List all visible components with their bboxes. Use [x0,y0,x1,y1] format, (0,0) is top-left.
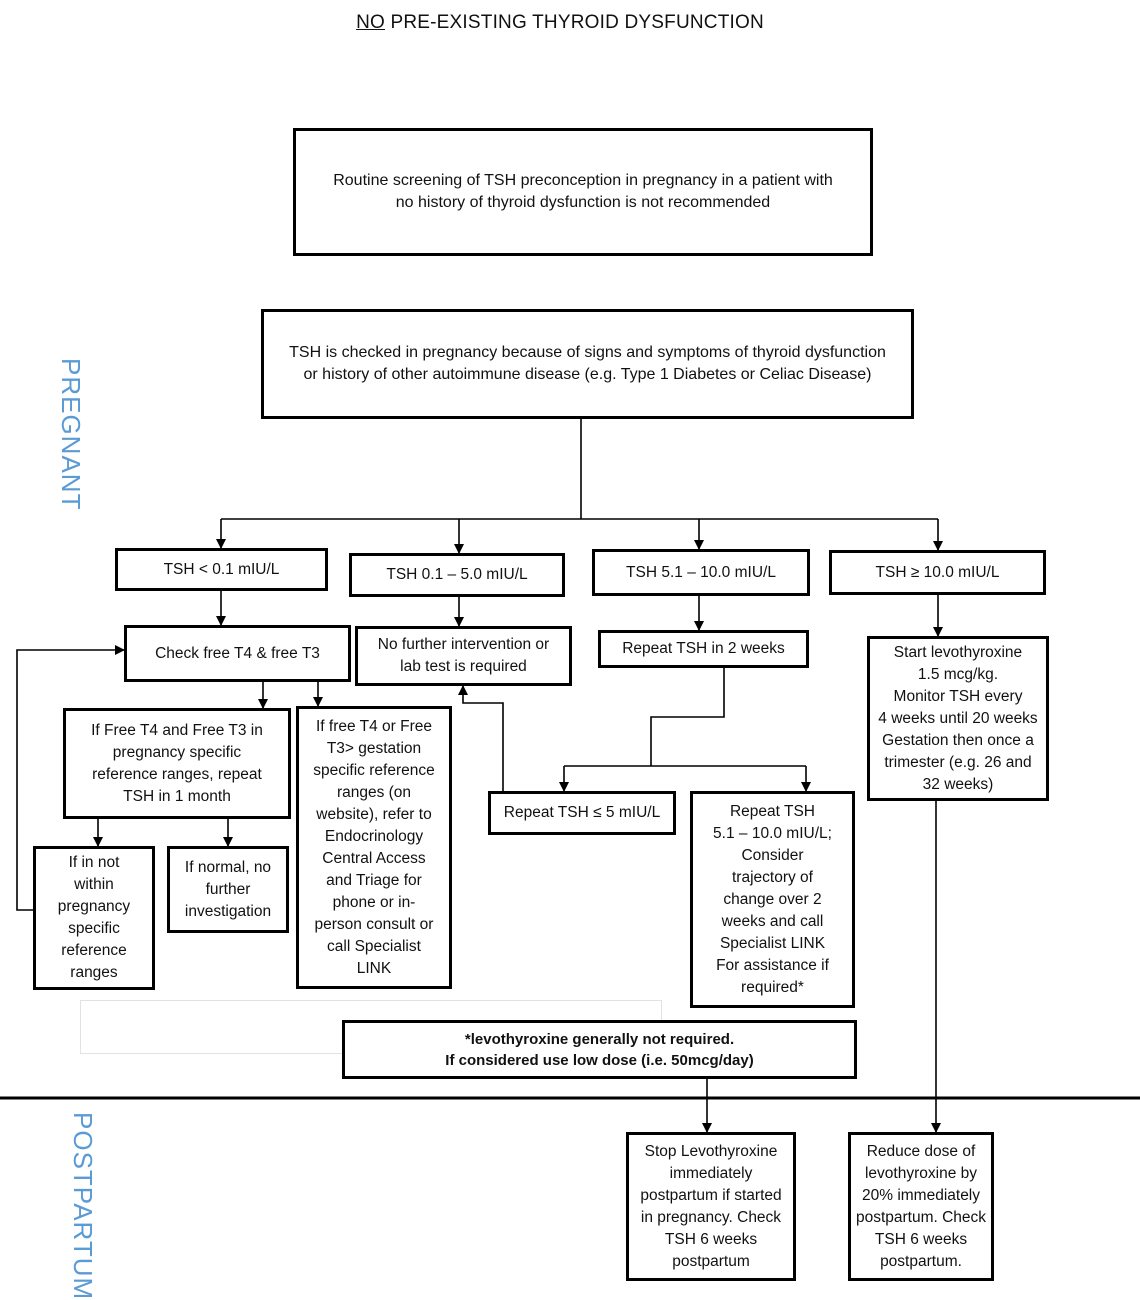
loop-back-line [16,645,125,911]
repeat-2wk-text: Repeat TSH in 2 weeks [622,640,785,657]
tsh-01-50-text: TSH 0.1 – 5.0 mIU/L [386,566,528,583]
reduce-dose-text: Reduce dose of levothyroxine by 20% imme… [855,1142,987,1270]
tsh-checked-text: TSH is checked in pregnancy because of s… [289,344,886,383]
tsh-51-100-box: TSH 5.1 – 10.0 mIU/L [592,549,810,596]
no-further-box: No further intervention or lab test is r… [355,626,572,686]
levo-note-box: *levothyroxine generally not required. I… [342,1020,857,1079]
routine-screening-text: Routine screening of TSH preconception i… [333,172,833,211]
normal-box: If normal, no further investigation [167,846,289,933]
check-free-box: Check free T4 & free T3 [124,625,351,682]
tsh-01-50-box: TSH 0.1 – 5.0 mIU/L [349,553,565,597]
levo-note-text: *levothyroxine generally not required. I… [445,1030,754,1069]
in-range-text: If Free T4 and Free T3 in pregnancy spec… [91,721,263,805]
tsh-ge-100-text: TSH ≥ 10.0 mIU/L [875,563,1000,581]
start-levo-text: Start levothyroxine 1.5 mcg/kg. Monitor … [878,643,1038,793]
repeat-51-box: Repeat TSH 5.1 – 10.0 mIU/L; Consider tr… [690,791,855,1008]
tsh-51-100-text: TSH 5.1 – 10.0 mIU/L [626,563,776,581]
tsh-checked-box: TSH is checked in pregnancy because of s… [261,309,914,419]
postpartum-label: POSTPARTUM [68,1112,98,1300]
gt-range-box: If free T4 or Free T3> gestation specifi… [296,706,452,989]
pregnant-label: PREGNANT [56,358,86,511]
repeat-2wk-box: Repeat TSH in 2 weeks [598,630,809,668]
repeat-le5-box: Repeat TSH ≤ 5 mIU/L [488,791,676,835]
no-further-text: No further intervention or lab test is r… [377,636,550,675]
stop-levo-box: Stop Levothyroxine immediately postpartu… [626,1132,796,1281]
arrow-le5-to-no-further [458,685,504,791]
tsh-ge-100-box: TSH ≥ 10.0 mIU/L [829,550,1046,595]
routine-screening-box: Routine screening of TSH preconception i… [293,128,873,256]
tsh-lt-01-text: TSH < 0.1 mIU/L [163,560,280,578]
gt-range-text: If free T4 or Free T3> gestation specifi… [313,717,435,977]
title-no: NO [356,12,385,33]
start-levo-box: Start levothyroxine 1.5 mcg/kg. Monitor … [867,636,1049,801]
tsh-lt-01-box: TSH < 0.1 mIU/L [115,548,328,591]
not-within-box: If in not within pregnancy specific refe… [33,846,155,990]
not-within-text: If in not within pregnancy specific refe… [57,854,131,981]
title-rest: PRE-EXISTING THYROID DYSFUNCTION [385,12,764,33]
repeat-split-line [650,668,725,766]
repeat-51-text: Repeat TSH 5.1 – 10.0 mIU/L; Consider tr… [713,802,832,996]
reduce-dose-box: Reduce dose of levothyroxine by 20% imme… [848,1132,994,1281]
repeat-le5-text: Repeat TSH ≤ 5 mIU/L [503,804,661,821]
page-title: NO PRE-EXISTING THYROID DYSFUNCTION [0,12,1120,34]
stop-levo-text: Stop Levothyroxine immediately postpartu… [640,1142,782,1270]
check-free-text: Check free T4 & free T3 [155,644,320,662]
in-range-box: If Free T4 and Free T3 in pregnancy spec… [63,708,291,819]
normal-text: If normal, no further investigation [184,858,272,920]
